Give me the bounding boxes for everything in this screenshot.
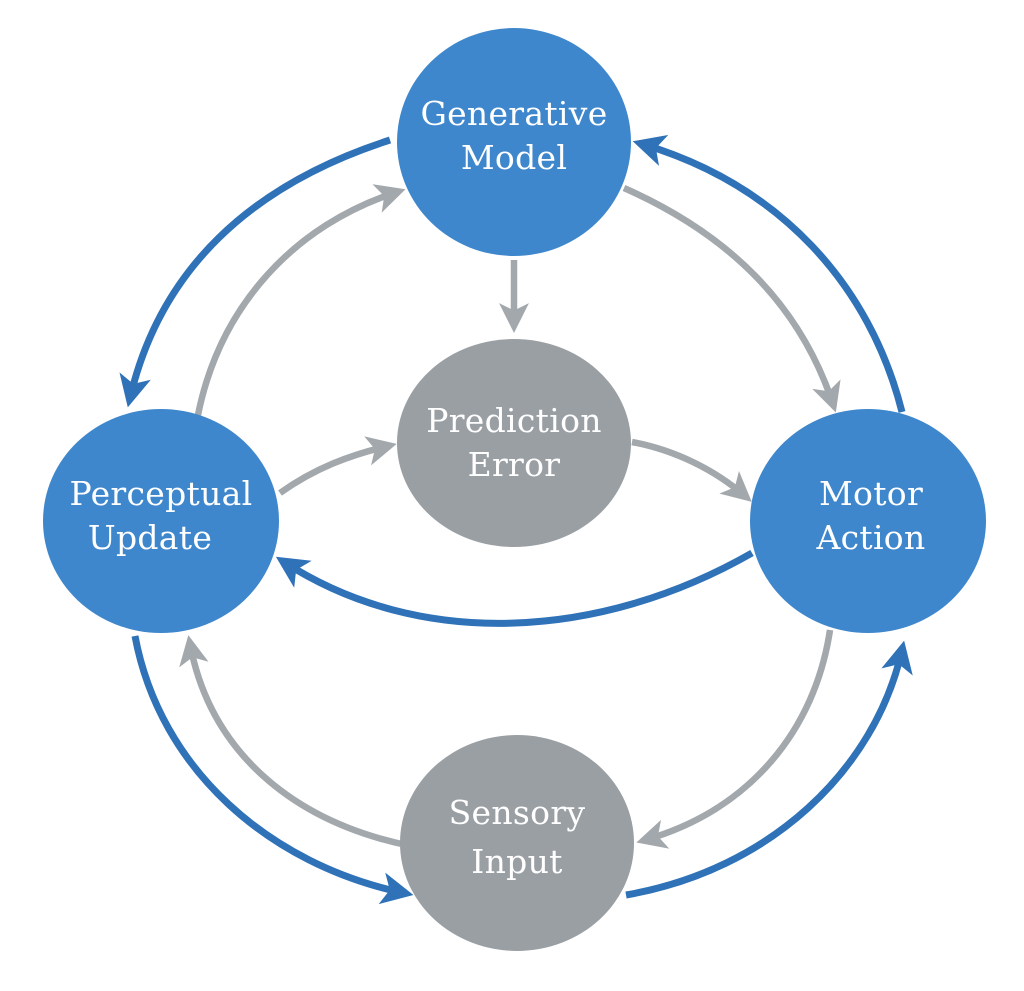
sensory-input-label-line2: Input — [471, 842, 562, 881]
perceptual-update-label-line2: Update — [88, 518, 212, 557]
node-motor-action: Motor Action — [750, 409, 986, 633]
generative-model-label-line2: Model — [461, 138, 567, 177]
arrow-perceptual-to-sensory — [131, 635, 414, 905]
node-sensory-input: Sensory Input — [400, 735, 634, 951]
arrow-sensory-to-motor — [625, 640, 913, 899]
generative-model-label-line1: Generative — [420, 94, 607, 133]
arrow-motor-to-perceptual — [275, 549, 754, 627]
perceptual-update-label-line1: Perceptual — [70, 474, 253, 513]
node-prediction-error: Prediction Error — [397, 339, 631, 547]
motor-action-label-line1: Motor — [819, 474, 923, 513]
arrow-motor-to-generative — [632, 134, 906, 413]
arrow-generative-to-perceptual — [119, 136, 392, 408]
arrow-prediction-to-motor — [631, 438, 752, 502]
node-perceptual-update: Perceptual Update — [43, 409, 279, 633]
arrow-motor-to-sensory — [636, 629, 834, 849]
sensory-input-label-line1: Sensory — [449, 793, 586, 832]
arrow-generative-to-motor — [622, 185, 841, 413]
prediction-error-label-line2: Error — [468, 445, 561, 484]
node-generative-model: Generative Model — [397, 28, 631, 256]
arrow-perceptual-to-prediction — [278, 436, 397, 496]
motor-action-label-line2: Action — [815, 518, 925, 557]
prediction-error-label-line1: Prediction — [426, 401, 602, 440]
arrow-perceptual-to-generative — [194, 184, 406, 416]
arrow-sensory-to-perceptual — [179, 635, 407, 849]
